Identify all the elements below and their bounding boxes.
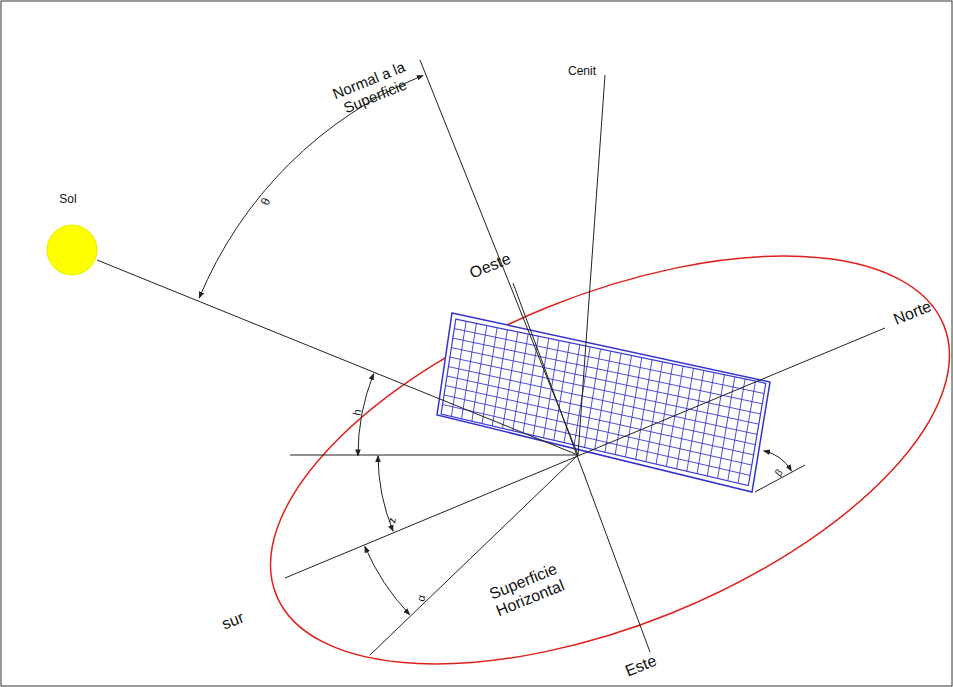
incidence-angle-arc	[199, 75, 423, 298]
surface-normal-line	[420, 60, 578, 455]
panel-grid	[441, 319, 766, 486]
horizon-ellipse	[214, 172, 953, 687]
azimuth-angle-label: z	[385, 516, 398, 524]
zenith-label: Cenit	[568, 65, 596, 79]
panel-outer-border	[437, 313, 770, 492]
grid-row-line	[453, 338, 763, 404]
tilt-reference-line	[755, 465, 805, 492]
south-north-line	[285, 328, 885, 578]
east-label: Este	[623, 651, 660, 680]
theta-angle-label: θ	[258, 196, 273, 208]
north-label: Norte	[891, 297, 934, 329]
surface-azimuth-arc	[365, 546, 410, 614]
altitude-angle-label: h	[350, 408, 364, 416]
sun-projection-line	[290, 455, 578, 456]
grid-row-line	[454, 329, 764, 394]
sun-label: Sol	[59, 193, 76, 207]
south-label: sur	[219, 608, 247, 633]
panel-inner-border	[441, 319, 766, 486]
surface-azimuth-line	[370, 455, 578, 655]
surface-azimuth-angle-label: α	[414, 594, 428, 602]
grid-row-line	[451, 348, 760, 414]
sun-ray-line	[97, 260, 578, 455]
grid-row-line	[450, 357, 759, 424]
sun-symbol	[47, 225, 97, 275]
grid-row-line	[443, 405, 750, 476]
angle-arcs	[199, 75, 791, 614]
zenith-line	[578, 75, 605, 455]
west-label: Oeste	[467, 249, 513, 282]
grid-row-line	[447, 376, 755, 445]
surface-normal-label: Normal a la Superficie	[321, 54, 423, 122]
solar-panel	[437, 313, 770, 492]
horizontal-surface-label: Superficie Horizontal	[477, 556, 576, 625]
